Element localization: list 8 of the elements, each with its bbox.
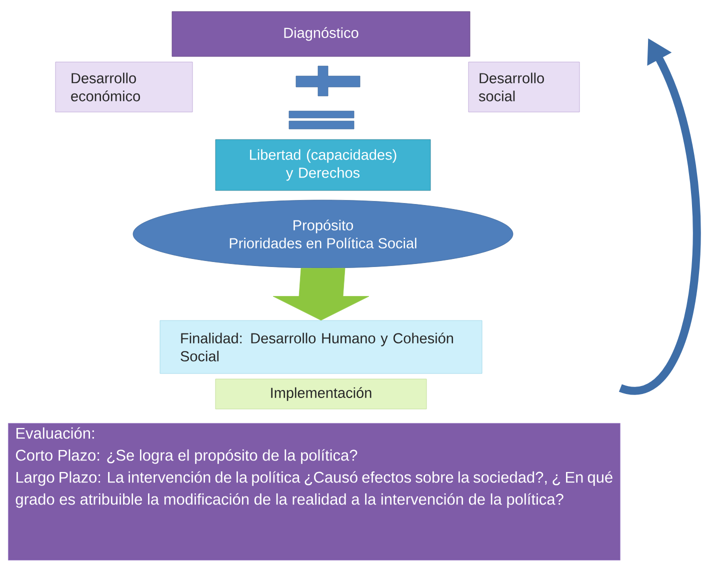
text-box: Desarrollo social [468,62,580,112]
text-box: Finalidad: Desarrollo Humano y Cohesión Social [160,320,482,374]
evaluation-box: Evaluación: Corto Plazo: ¿Se logra el propósito de la política? Largo Plazo: La intervención de la política ¿Causó efectos sobre la sociedad?, ¿ En qué grado es atribuible la modificación de la realidad a la intervención de la política? [8,423,620,560]
process-box: Libertad (capacidades) y Derechos [215,139,431,191]
title-banner: Diagnóstico [172,11,470,57]
text-box: Desarrollo económico [55,62,193,112]
block-arrow [272,268,370,320]
process-box: Implementación [215,378,427,410]
